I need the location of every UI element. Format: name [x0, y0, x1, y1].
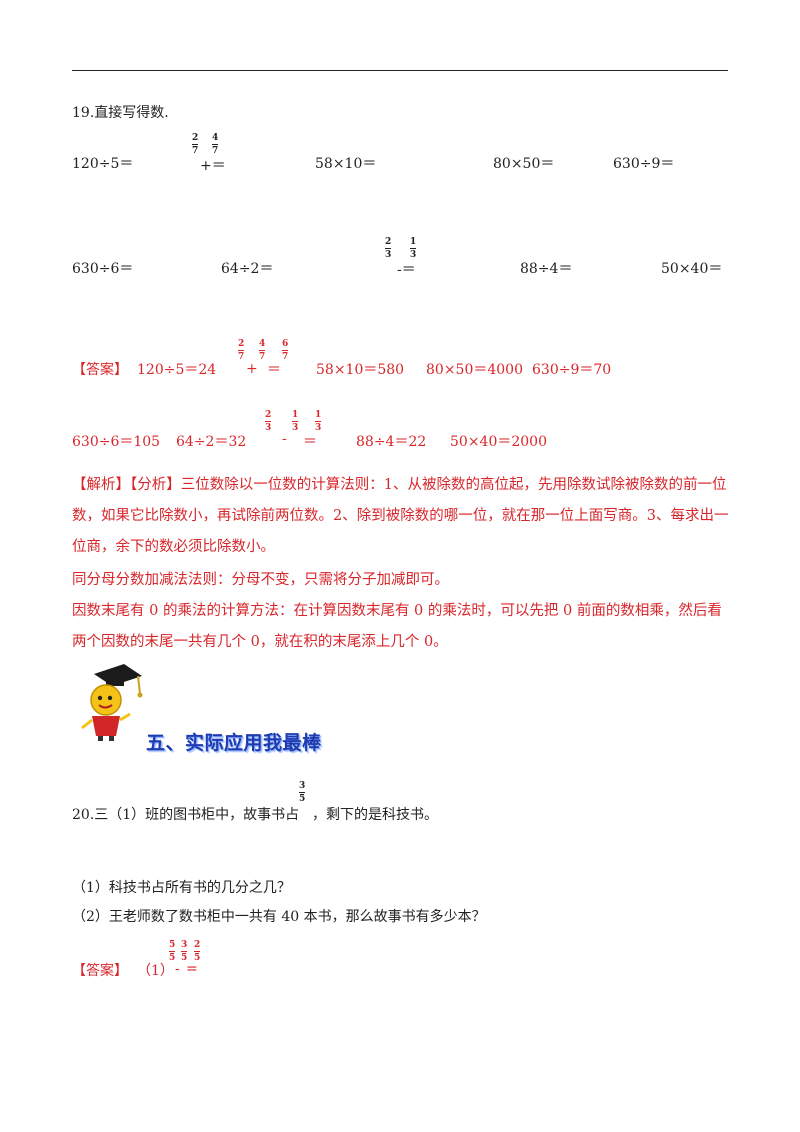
- answer19-item-1: 120÷5＝24: [137, 362, 217, 378]
- analysis-paragraph-2: 同分母分数加减法法则：分母不变，只需将分子加减即可。: [72, 572, 449, 588]
- answer20-equals: =: [186, 961, 198, 977]
- q19-item-7: 64÷2＝: [221, 261, 274, 277]
- answer19-equals-1: ＝: [267, 362, 281, 378]
- answer19-minus: -: [282, 431, 287, 447]
- mascot-doctor-cap-icon: [81, 664, 143, 741]
- answer19-item-7: 64÷2＝32: [176, 434, 247, 450]
- answer19-label: 【答案】: [72, 362, 128, 378]
- answer19-item-5: 630÷9＝70: [532, 362, 612, 378]
- q19-item-2-ops: +＝: [200, 158, 226, 174]
- answer19-plus: +: [246, 361, 258, 377]
- header-rule: [72, 70, 728, 71]
- answer20-part-1: （1）: [137, 963, 174, 979]
- section-heading: 五、实际应用我最棒: [146, 732, 322, 754]
- analysis-paragraph-1: 【解析】【分析】三位数除以一位数的计算法则：1、从被除数的高位起，先用除数试除被…: [72, 477, 729, 555]
- answer19-item-10: 50×40＝2000: [450, 434, 547, 450]
- q19-item-8-ops: -＝: [397, 262, 416, 278]
- answer20-minus: -: [175, 961, 180, 977]
- q19-title: 19.直接写得数.: [72, 105, 169, 121]
- analysis-paragraph-3: 因数末尾有 0 的乘法的计算方法：在计算因数末尾有 0 的乘法时，可以先把 0 …: [72, 603, 722, 650]
- q19-item-3: 58×10＝: [315, 156, 377, 172]
- q19-item-10: 50×40＝: [661, 261, 723, 277]
- q20-sub-question-2: （2）王老师数了数书柜中一共有 40 本书，那么故事书有多少本？: [72, 909, 486, 925]
- q20-text-before: 20.三（1）班的图书柜中，故事书占: [72, 807, 300, 823]
- q19-item-4: 80×50＝: [493, 156, 555, 172]
- answer19-item-3: 58×10＝580: [316, 362, 405, 378]
- answer19-item-9: 88÷4＝22: [356, 434, 427, 450]
- q19-item-5: 630÷9＝: [613, 156, 675, 172]
- q20-text-after: ，剩下的是科技书。: [312, 807, 438, 823]
- answer19-item-6: 630÷6＝105: [72, 434, 161, 450]
- q19-item-9: 88÷4＝: [520, 261, 573, 277]
- answer20-label: 【答案】: [72, 963, 128, 979]
- q19-item-1: 120÷5＝: [72, 156, 134, 172]
- answer19-item-4: 80×50＝4000: [426, 362, 523, 378]
- q20-sub-question-1: （1）科技书占所有书的几分之几？: [72, 880, 291, 896]
- answer19-equals-2: ＝: [303, 434, 317, 450]
- q19-item-6: 630÷6＝: [72, 261, 134, 277]
